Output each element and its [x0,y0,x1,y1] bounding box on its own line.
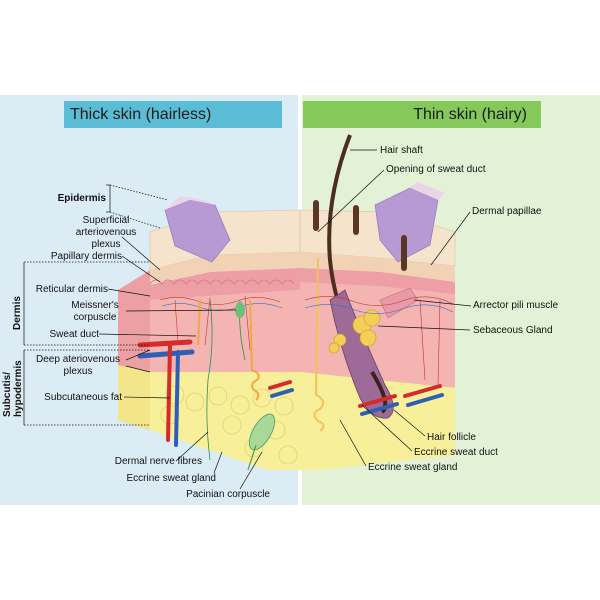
label-opening-sweat-duct: Opening of sweat duct [386,164,486,175]
label-epidermis: Epidermis [57,193,106,204]
label-meissner-2: corpuscle [73,312,117,323]
label-superficial-1: Superficial [82,215,130,226]
label-reticular-dermis: Reticular dermis [35,284,108,295]
label-sebaceous-gland: Sebaceous Gland [473,325,553,336]
label-meissner-1: Meissner's [71,300,119,311]
label-superficial-2: arteriovenous [75,227,137,238]
thin-skin-block [299,134,456,470]
subcutis-side-label-1: Subcutis/ [2,371,13,417]
label-deep-plexus-2: plexus [63,366,93,377]
label-deep-plexus-1: Deep ateriovenous [36,354,120,365]
label-subcutaneous-fat: Subcutaneous fat [44,392,122,403]
label-arrector-pili-muscle: Arrector pili muscle [473,300,559,311]
label-pacinian-corpuscle: Pacinian corpuscle [186,489,270,500]
label-hair-shaft: Hair shaft [380,145,423,156]
thick-skin-title: Thick skin (hairless) [64,101,282,128]
label-hair-follicle: Hair follicle [427,432,476,443]
thin-skin-title: Thin skin (hairy) [303,101,541,128]
label-papillary-dermis: Papillary dermis [50,251,122,262]
label-dermal-papillae: Dermal papillae [472,206,542,217]
leader-lines [23,149,472,490]
dermis-side-label: Dermis [12,296,23,330]
label-sweat-duct: Sweat duct [49,329,99,340]
label-eccrine-sweat-gland-left: Eccrine sweat gland [126,473,217,484]
label-eccrine-sweat-duct: Eccrine sweat duct [414,447,498,458]
label-dermal-nerve-fibres: Dermal nerve fibres [114,456,202,467]
label-eccrine-sweat-gland-right: Eccrine sweat gland [368,462,458,473]
label-superficial-3: plexus [91,239,121,250]
subcutis-side-label-2: hypodermis [13,360,24,417]
thick-skin-block [118,196,301,471]
